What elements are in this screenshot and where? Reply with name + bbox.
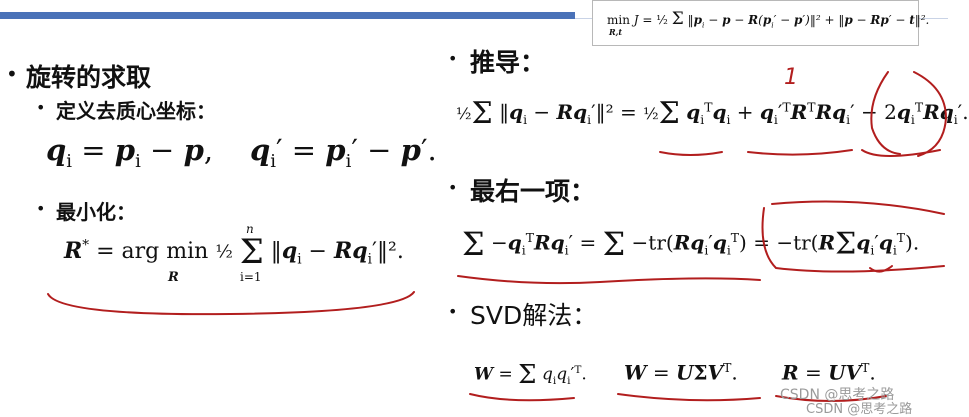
watermark: CSDN @思考之路 bbox=[780, 387, 895, 403]
derive-heading: 推导： bbox=[470, 48, 546, 77]
underline-decomp bbox=[617, 393, 761, 402]
derive-formula: ½Σ ‖qi − Rqi′‖² = ½Σ qiTqi + qi′TRTRqi′ … bbox=[456, 96, 969, 131]
minimize-formula: R* = arg min ½ Σ ‖qi − Rqi′‖². bbox=[64, 232, 404, 272]
underline-trace bbox=[457, 275, 761, 285]
left-heading: 旋转的求取 bbox=[26, 63, 152, 92]
sum-upper-limit: n bbox=[246, 222, 254, 236]
sum-lower-limit: i=1 bbox=[240, 270, 262, 284]
watermark-shadow: CSDN @思考之路 bbox=[806, 402, 913, 417]
svd-formula-decomp: W = UΣVT. bbox=[624, 360, 738, 385]
underline-last bbox=[861, 149, 941, 157]
sub1-label: 定义去质心坐标： bbox=[56, 99, 216, 123]
bullet-dot: • bbox=[448, 302, 458, 321]
last-term-formula: Σ −qiTRqi′ = Σ −tr(Rqi′qiT) = −tr(RΣqi′q… bbox=[462, 225, 920, 263]
bullet-dot: • bbox=[448, 49, 458, 68]
svd-formula-w-sum: W = Σ qiqi′T. bbox=[474, 360, 587, 390]
underline-qtq bbox=[659, 151, 723, 156]
objective-formula: min J = ½ Σ ‖pi − p − R(pi′ − p′)‖² + ‖p… bbox=[607, 9, 930, 30]
underline-qq bbox=[869, 265, 893, 273]
bullet-dot: • bbox=[6, 62, 18, 86]
bullet-dot: • bbox=[448, 178, 458, 197]
underline-rtr bbox=[747, 149, 853, 156]
underline-w-sum bbox=[469, 393, 575, 402]
sub2-label: 最小化： bbox=[56, 200, 136, 224]
argmin-subscript: R bbox=[168, 270, 179, 285]
underline-minimize bbox=[47, 291, 415, 316]
bullet-dot: • bbox=[36, 98, 46, 117]
title-bar bbox=[0, 12, 575, 19]
bullet-dot: • bbox=[36, 199, 46, 218]
centroid-formula: qi = pi − p, qi′ = pi′ − p′. bbox=[46, 133, 437, 172]
svd-formula-r: R = UVT. bbox=[782, 360, 876, 385]
svd-heading: SVD解法： bbox=[470, 301, 598, 330]
objective-formula-subscript: R,t bbox=[609, 27, 623, 37]
objective-formula-box: min J = ½ Σ ‖pi − p − R(pi′ − p′)‖² + ‖p… bbox=[592, 0, 929, 46]
last-term-heading: 最右一项： bbox=[470, 177, 596, 206]
annotation-number: 1 bbox=[784, 65, 798, 90]
